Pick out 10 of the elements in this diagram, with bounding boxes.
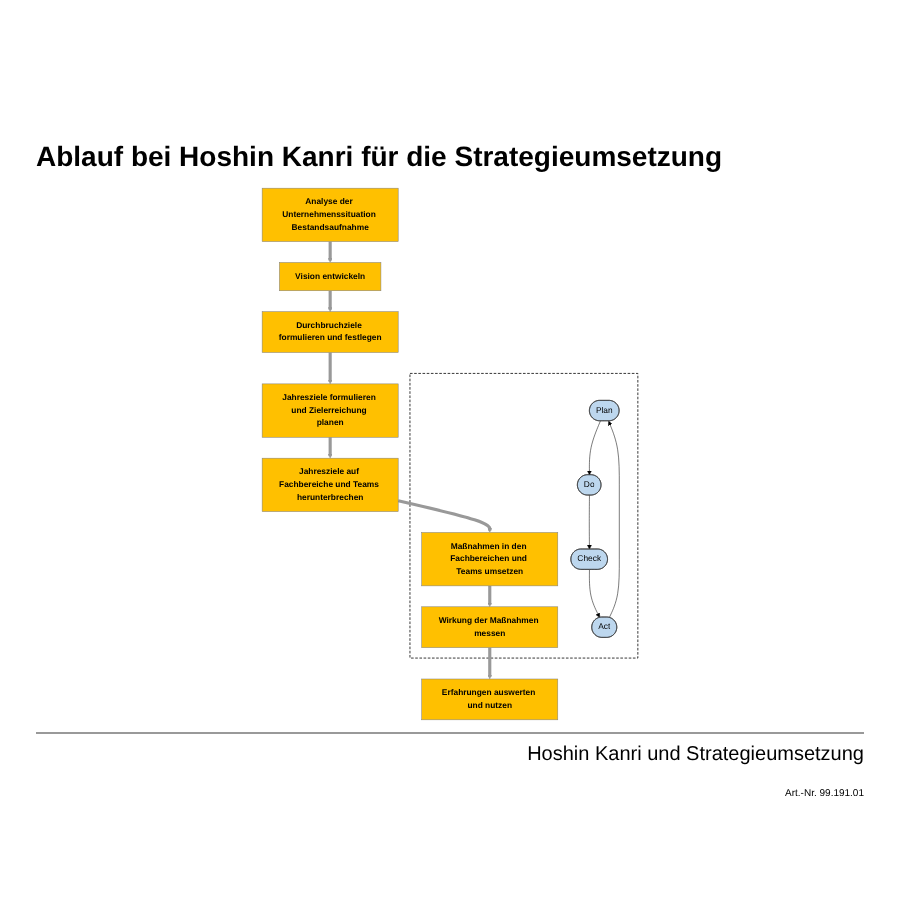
arrow (397, 499, 493, 533)
title: Ablauf bei Hoshin Kanri für die Strategieumsetzung (36, 140, 723, 172)
arrow (487, 585, 493, 607)
arrow (327, 241, 333, 263)
footer-text: Hoshin Kanri und Strategieumsetzung (527, 744, 864, 766)
cluster (409, 373, 639, 659)
arrow (327, 290, 333, 312)
arrow (487, 647, 493, 680)
arrow (327, 437, 333, 459)
arrow (327, 352, 333, 385)
